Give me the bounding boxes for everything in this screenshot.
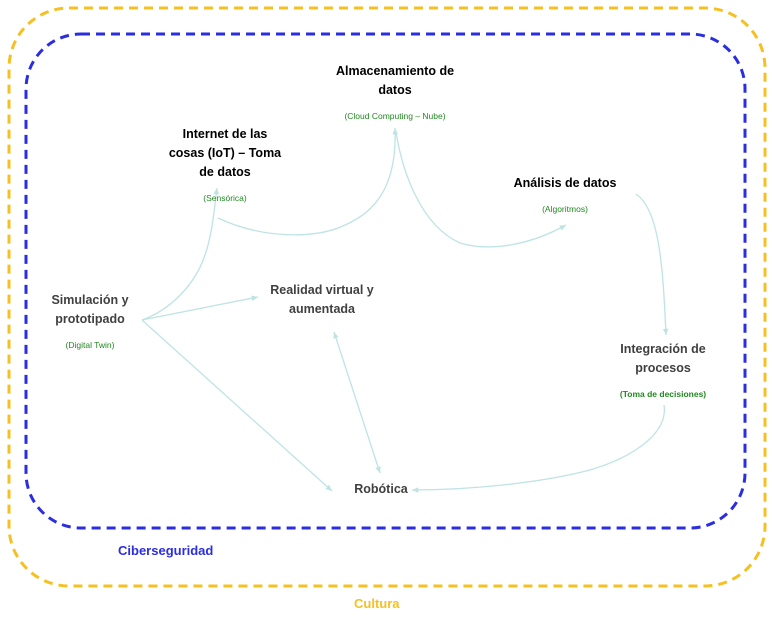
realidad-title-line1: Realidad virtual y [270,283,374,297]
realidad-title-line2: aumentada [289,302,355,316]
node-integracion: Integración de procesos (Toma de decisio… [597,340,729,400]
node-simulacion: Simulación y prototipado (Digital Twin) [40,291,140,351]
analisis-title-line1: Análisis de datos [513,176,617,190]
analisis-subtitle: (Algoritmos) [542,204,588,214]
almacenamiento-subtitle: (Cloud Computing – Nube) [344,111,446,121]
simulacion-title-line2: prototipado [55,312,125,326]
simulacion-title-line1: Simulación y [51,293,129,307]
almacenamiento-title-line1: Almacenamiento de [335,64,455,78]
frame-label-cultura: Cultura [354,596,400,611]
node-realidad: Realidad virtual y aumentada [252,281,392,319]
simulacion-subtitle: (Digital Twin) [65,340,115,350]
connector-almacenamiento-to-analisis [395,131,567,248]
iot-title-line1: Internet de las [182,127,268,141]
iot-title-line3: de datos [199,165,251,179]
inner-frame-ciberseguridad [24,32,747,530]
connector-simulacion-to-iot [141,187,219,321]
outer-frame-cultura [7,6,767,588]
almacenamiento-title-line2: datos [378,83,412,97]
connector-simulacion-to-robotica [141,319,333,492]
connector-simulacion-to-realidad [141,295,259,321]
integracion-title-line1: Integración de [620,342,706,356]
connector-realidad-robotica [333,331,381,474]
integracion-title-line2: procesos [635,361,691,375]
node-iot: Internet de las cosas (IoT) – Toma de da… [155,125,295,204]
node-analisis: Análisis de datos (Algoritmos) [500,174,630,215]
node-almacenamiento: Almacenamiento de datos (Cloud Computing… [315,62,475,122]
iot-subtitle: (Sensórica) [203,193,247,203]
integracion-subtitle: (Toma de decisiones) [619,389,707,399]
node-robotica: Robótica [340,480,422,499]
robotica-title-line1: Robótica [354,482,408,496]
frame-label-ciberseguridad: Ciberseguridad [118,543,214,558]
iot-title-line2: cosas (IoT) – Toma [168,146,282,160]
connector-integracion-to-robotica [411,404,665,493]
connector-analisis-to-integracion [635,193,669,336]
connector-iot-to-almacenamiento [217,127,399,236]
